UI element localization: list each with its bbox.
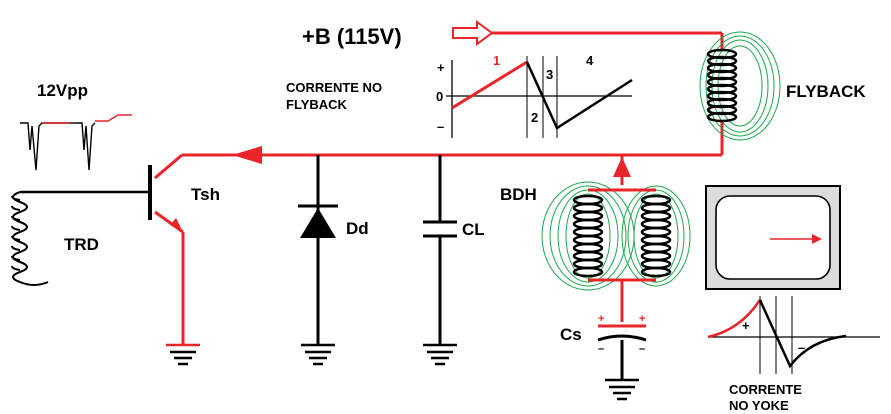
ground-symbol [605,378,639,401]
ground-symbol [423,343,457,366]
bdh-label: BDH [500,185,537,204]
diode-dd [298,204,338,238]
yoke-current-graph [707,296,880,374]
flyback-graph-minus: – [437,119,444,134]
cs-minus-left: – [598,343,604,355]
collector-lead [154,153,183,180]
flyback-current-label-2: FLYBACK [286,97,348,112]
flyback-label: FLYBACK [786,82,866,101]
flyback-phase-1: 1 [493,53,500,68]
cs-plus-left: + [598,313,604,325]
flyback-coil [706,48,738,123]
yoke-coil-right [640,194,672,278]
flyback-phase-3: 3 [546,67,553,82]
capacitor-cs-label: Cs [560,325,582,344]
diode-label: Dd [346,219,369,238]
supply-voltage-label: +B (115V) [302,24,402,49]
ground-symbol [301,343,335,366]
capacitor-cl-label: CL [462,220,485,239]
cs-plus-right: + [639,313,645,325]
trd-label: TRD [64,235,99,254]
yoke-current-label-2: NO YOKE [729,398,789,413]
yoke-graph-plus: + [742,318,750,333]
yoke-graph-minus: – [798,340,805,355]
flyback-graph-plus: + [437,60,445,75]
capacitor-cs [597,324,647,342]
transistor-tsh [148,165,183,232]
flyback-phase-2: 2 [531,110,538,125]
flyback-graph-zero: 0 [436,89,443,104]
flyback-current-label: CORRENTE NO [286,80,382,95]
cs-minus-right: – [639,343,645,355]
crt-screen-icon [705,185,841,290]
ground-symbol [166,343,200,366]
transistor-label: Tsh [191,185,220,204]
flyback-current-graph [446,56,633,138]
circuit-wiring [20,31,724,380]
flyback-phase-4: 4 [586,53,594,68]
trd-coil [11,191,49,286]
yoke-current-label: CORRENTE [729,382,802,397]
supply-arrow-icon [452,20,494,46]
collector-current-arrow [232,146,262,164]
drive-signal-label: 12Vpp [37,81,88,100]
yoke-current-arrow [613,157,631,177]
capacitor-cl [423,220,457,238]
yoke-coil-left [572,194,604,278]
drive-waveform [20,114,132,171]
